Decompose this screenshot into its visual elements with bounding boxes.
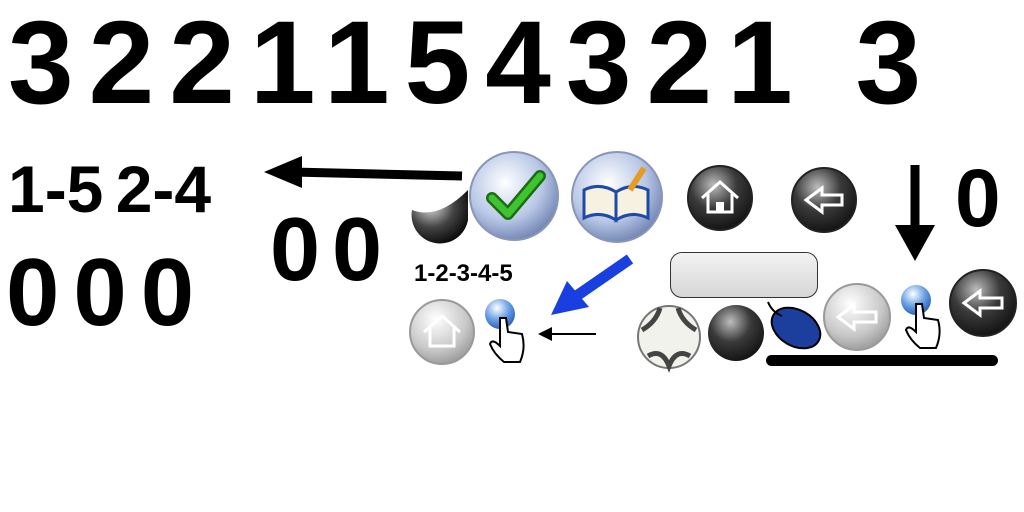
number-sequence: 3221154321 3 <box>8 0 937 129</box>
mouse-icon[interactable] <box>764 300 824 354</box>
half-sphere-icon <box>411 190 468 244</box>
zero-single: 0 <box>955 153 1015 244</box>
blue-pointer-arrow <box>551 254 634 315</box>
left-arrow-small <box>538 327 596 341</box>
range-label: 1-2-3-4-5 <box>414 260 513 287</box>
globe-hand-icon-2[interactable] <box>898 284 944 350</box>
empty-button[interactable] <box>670 252 818 298</box>
check-orb-icon[interactable] <box>468 150 560 242</box>
soccer-ball-icon[interactable] <box>636 304 702 373</box>
left-arrow-long <box>264 156 463 188</box>
back-dark-icon-2[interactable] <box>948 268 1018 338</box>
pairs-label: 1-5 2-4 <box>8 152 212 226</box>
globe-hand-icon[interactable] <box>482 298 528 364</box>
underline-bar <box>766 355 998 366</box>
home-gray-icon[interactable] <box>408 298 476 366</box>
home-dark-icon[interactable] <box>686 164 754 232</box>
zeros-three: 000 <box>6 239 209 346</box>
black-sphere-icon[interactable] <box>706 303 766 363</box>
zeros-two: 00 <box>270 200 395 300</box>
back-dark-icon[interactable] <box>790 166 858 234</box>
down-arrow <box>895 165 935 261</box>
back-gray-icon[interactable] <box>822 282 892 352</box>
book-orb-icon[interactable] <box>570 150 664 244</box>
